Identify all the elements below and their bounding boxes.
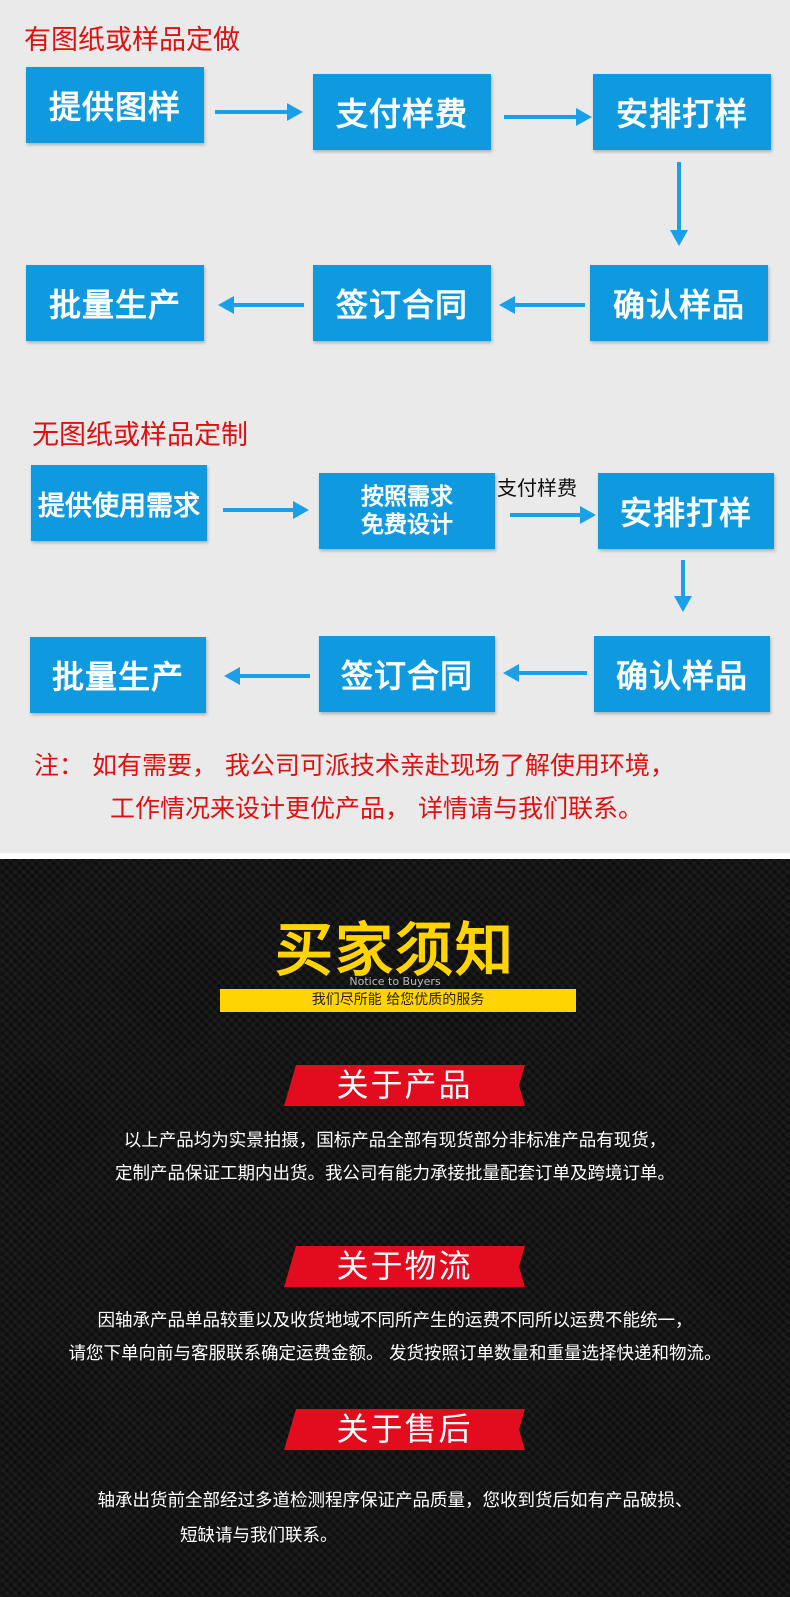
product-ribbon: 关于产品 <box>284 1065 525 1106</box>
arrow-right-icon <box>215 103 303 121</box>
step-label: 确认样品 <box>615 657 748 695</box>
aftersales-text-1: 轴承出货前全部经过多道检测程序保证产品质量，您收到货后如有产品破损、 <box>97 1491 693 1511</box>
step-label: 签订合同 <box>335 286 468 324</box>
step-sign-contract: 签订合同 <box>313 265 491 341</box>
arrow-down-icon <box>674 560 692 612</box>
logistics-text-2: 请您下单向前与客服联系确定运费金额。 发货按照订单数量和重量选择快递和物流。 <box>68 1344 722 1364</box>
buyer-notice-panel <box>0 859 790 1597</box>
step-confirm-sample: 确认样品 <box>594 636 770 712</box>
arrow-right-icon <box>510 506 596 524</box>
logistics-ribbon: 关于物流 <box>284 1246 525 1287</box>
step-label: 确认样品 <box>612 286 745 324</box>
step-label: 批量生产 <box>51 658 184 696</box>
step-arrange-sample: 安排打样 <box>593 74 771 150</box>
section2-title: 无图纸或样品定制 <box>32 420 248 451</box>
arrow-left-icon <box>503 664 587 682</box>
product-text-1: 以上产品均为实景拍摄，国标产品全部有现货部分非标准产品有现货， <box>123 1131 667 1151</box>
step-label: 签订合同 <box>340 657 473 695</box>
step-label: 安排打样 <box>615 95 748 133</box>
step-confirm-sample: 确认样品 <box>590 265 768 341</box>
step-label: 安排打样 <box>619 494 752 532</box>
step-sign-contract: 签订合同 <box>319 636 495 712</box>
section-divider <box>0 853 790 859</box>
step-arrange-sample: 安排打样 <box>598 473 774 549</box>
buyers-heading-en: Notice to Buyers <box>349 975 441 988</box>
product-text-2: 定制产品保证工期内出货。我公司有能力承接批量配套订单及跨境订单。 <box>115 1164 675 1184</box>
step-provide-requirements: 提供使用需求 <box>31 465 207 541</box>
arrow-left-icon <box>218 296 304 314</box>
arrow-left-icon <box>224 667 310 685</box>
arrow-left-icon <box>499 296 585 314</box>
arrow-right-icon <box>223 501 309 519</box>
buyers-heading: 买家须知 <box>274 916 515 984</box>
step-label: 按照需求 <box>361 484 453 510</box>
logistics-text-1: 因轴承产品单品较重以及收货地域不同所产生的运费不同所以运费不能统一， <box>97 1311 693 1331</box>
step-mass-production: 批量生产 <box>26 265 204 341</box>
aftersales-text-2: 短缺请与我们联系。 <box>180 1526 338 1546</box>
pay-sample-fee-label: 支付样费 <box>497 476 577 500</box>
note-line-2: 工作情况来设计更优产品， 详情请与我们联系。 <box>110 794 643 823</box>
tagline-bar: 我们尽所能 给您优质的服务 <box>220 989 576 1012</box>
step-pay-sample-fee: 支付样费 <box>313 74 491 150</box>
step-label: 支付样费 <box>335 95 468 133</box>
step-label: 提供使用需求 <box>38 490 200 522</box>
arrow-right-icon <box>504 108 592 126</box>
step-label: 提供图样 <box>48 88 181 126</box>
step-provide-drawing: 提供图样 <box>26 67 204 143</box>
arrow-down-icon <box>670 162 688 246</box>
step-mass-production: 批量生产 <box>30 637 206 713</box>
step-label: 免费设计 <box>361 512 453 538</box>
step-label: 批量生产 <box>48 286 181 324</box>
section1-title: 有图纸或样品定做 <box>24 25 240 56</box>
aftersales-ribbon: 关于售后 <box>284 1409 525 1450</box>
step-free-design: 按照需求免费设计 <box>319 473 495 549</box>
note-line-1: 注： 如有需要， 我公司可派技术亲赴现场了解使用环境， <box>34 751 675 780</box>
